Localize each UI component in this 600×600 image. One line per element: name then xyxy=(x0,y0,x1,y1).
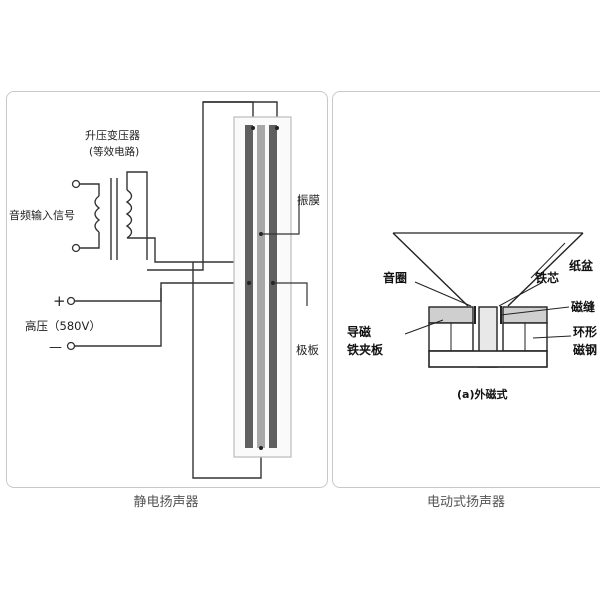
high-voltage-label: 高压（580V） xyxy=(25,319,101,333)
wire-bottom xyxy=(192,262,262,479)
audio-input-label: 音频输入信号 xyxy=(9,208,75,222)
electrostatic-speaker-panel: 升压变压器 (等效电路) 音频输入信号 + 高压（580V） — 振膜 极板 xyxy=(6,91,328,488)
electrostatic-caption: 静电扬声器 xyxy=(133,495,199,510)
dot-diaphragm-bottom xyxy=(259,446,263,450)
wire-hv-minus xyxy=(75,322,162,347)
dynamic-diagram: 纸盆 音圈 铁芯 磁缝 导磁 铁夹板 环形 磁钢 (a)外磁式 xyxy=(347,232,597,401)
dot-plate-front xyxy=(247,281,251,285)
top-plate-right xyxy=(502,306,548,324)
secondary-lead-bottom xyxy=(127,237,156,260)
hv-minus-sign: — xyxy=(49,340,62,355)
gap-leader xyxy=(500,306,570,316)
iron-core-label: 铁芯 xyxy=(535,270,559,285)
dynamic-caption: 电动式扬声器 xyxy=(426,495,505,510)
ring-magnet-label-2: 磁钢 xyxy=(572,342,597,357)
top-plate-left xyxy=(428,306,474,324)
plate-leader xyxy=(273,282,308,306)
hv-terminal-minus xyxy=(66,341,76,351)
wire-secondary-to-diaphragm xyxy=(154,260,247,263)
hv-terminal-plus xyxy=(66,296,76,306)
subfigure-label: (a)外磁式 xyxy=(457,387,507,401)
cone-label: 纸盆 xyxy=(569,258,594,273)
transformer-sublabel: (等效电路) xyxy=(89,145,139,158)
back-plate xyxy=(269,125,277,448)
cone-leader xyxy=(530,242,566,279)
plate-leader-right xyxy=(404,319,444,335)
transformer-label: 升压变压器 xyxy=(85,128,140,142)
secondary-coil xyxy=(125,189,133,239)
primary-lead-top xyxy=(79,183,100,196)
front-plate xyxy=(245,125,253,448)
primary-lead-bottom xyxy=(79,232,100,249)
diaphragm-label: 振膜 xyxy=(297,193,320,207)
electrostatic-diagram: 升压变压器 (等效电路) 音频输入信号 + 高压（580V） — 振膜 极板 xyxy=(9,101,320,479)
pole-plate-label-2: 铁夹板 xyxy=(347,342,384,357)
voice-coil-leader xyxy=(414,281,472,307)
plate-label: 极板 xyxy=(296,343,319,357)
audio-terminal-top xyxy=(71,179,81,189)
dynamic-speaker-panel: 纸盆 音圈 铁芯 磁缝 导磁 铁夹板 环形 磁钢 (a)外磁式 xyxy=(332,91,600,488)
primary-coil xyxy=(94,195,101,233)
voice-coil-label: 音圈 xyxy=(383,270,407,285)
pole-plate-label-1: 导磁 xyxy=(347,324,371,339)
bottom-plate xyxy=(428,350,548,368)
diaphragm-leader xyxy=(261,196,300,235)
transformer xyxy=(71,171,156,260)
audio-terminal-bottom xyxy=(71,243,81,253)
diaphragm xyxy=(257,125,265,448)
secondary-lead-top xyxy=(126,171,148,260)
iron-core-leader xyxy=(498,281,544,307)
wire-hv-plus xyxy=(75,282,253,302)
magnetic-gap-label: 磁缝 xyxy=(570,299,595,314)
cone-left-edge xyxy=(392,232,469,307)
dot-front-top xyxy=(251,126,255,130)
magnet-leader xyxy=(532,335,572,339)
ring-magnet-label-1: 环形 xyxy=(573,325,597,339)
hv-plus-sign: + xyxy=(53,292,66,310)
dot-back-top xyxy=(275,126,279,130)
